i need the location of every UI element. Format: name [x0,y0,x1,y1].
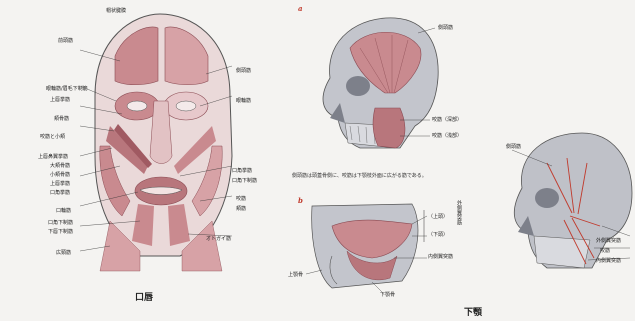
face-label-levator-labii-1: 上唇挙筋 [50,97,70,103]
skull-a-label-masseter-deep: 咬筋（深部） [432,117,462,123]
face-label-zygomaticus-major: 大頬骨筋 [50,163,70,169]
face-label-mentalis-r: オトガイ筋 [206,236,231,242]
skull-b-label-mandible: 下顎骨 [380,292,395,298]
face-label-depressor-anguli-r: 口角下制筋 [232,178,257,184]
face-label-galea: 帽状腱膜 [106,8,126,14]
skull-panel-a [300,8,450,168]
face-label-orbicularis-oculi: 眼輪筋/眉毛下制筋 [46,86,88,92]
right-figure-caption: 下顎 [464,305,482,318]
face-label-frontalis: 前頭筋 [58,38,73,44]
face-label-temporalis: 側頭筋 [236,68,251,74]
face-label-levator-alae: 上唇鼻翼挙筋 [38,154,68,160]
skull-c-label-masseter: 咬筋 [600,248,610,254]
skull-b-label-medial-pterygoid: 内側翼突筋 [428,254,453,260]
face-label-orbicularis-oris: 口輪筋 [56,208,71,214]
skull-c-label-lateral-pterygoid: 外側翼突筋 [596,238,621,244]
face-label-zygomaticus: 頬骨筋 [54,116,69,122]
face-label-masseter-small: 咬筋と小頬 [40,134,65,140]
skull-c-label-temporalis: 側頭筋 [506,144,521,150]
skull-b-label-maxilla: 上顎骨 [288,272,303,278]
skull-panel-b [292,196,462,296]
face-label-depressor-labii: 下唇下制筋 [48,229,73,235]
face-label-masseter-r: 咬筋 [236,196,246,202]
face-label-levator-anguli: 口角挙筋 [50,190,70,196]
face-label-zygomaticus-minor: 小頬骨筋 [50,172,70,178]
skull-b-label-lower-head: （下頭） [428,232,448,238]
face-label-buccinator-r: 頬筋 [236,206,246,212]
left-figure-caption: 口唇 [135,290,153,303]
skull-a-label-masseter-superficial: 咬筋（浅部） [432,133,462,139]
face-label-platysma: 広頸筋 [56,250,71,256]
skull-c-label-medial-pterygoid: 内側翼突筋 [596,258,621,264]
skull-a-label-temporalis: 側頭筋 [438,25,453,31]
face-label-depressor-anguli: 口角下制筋 [48,220,73,226]
skull-b-label-upper-head: （上頭） [428,214,448,220]
face-label-levator-labii-2: 上唇挙筋 [50,181,70,187]
face-label-orbicularis-oculi-r: 眼輪筋 [236,98,251,104]
skull-b-label-lateral-pterygoid: 外側翼突筋 [456,200,462,225]
face-label-levator-anguli-r: 口角挙筋 [232,168,252,174]
panel-a-note: 側頭筋は頭蓋骨側に、咬筋は下顎枝外面に広がる筋である。 [292,172,427,179]
face-muscle-diagram [40,6,280,276]
